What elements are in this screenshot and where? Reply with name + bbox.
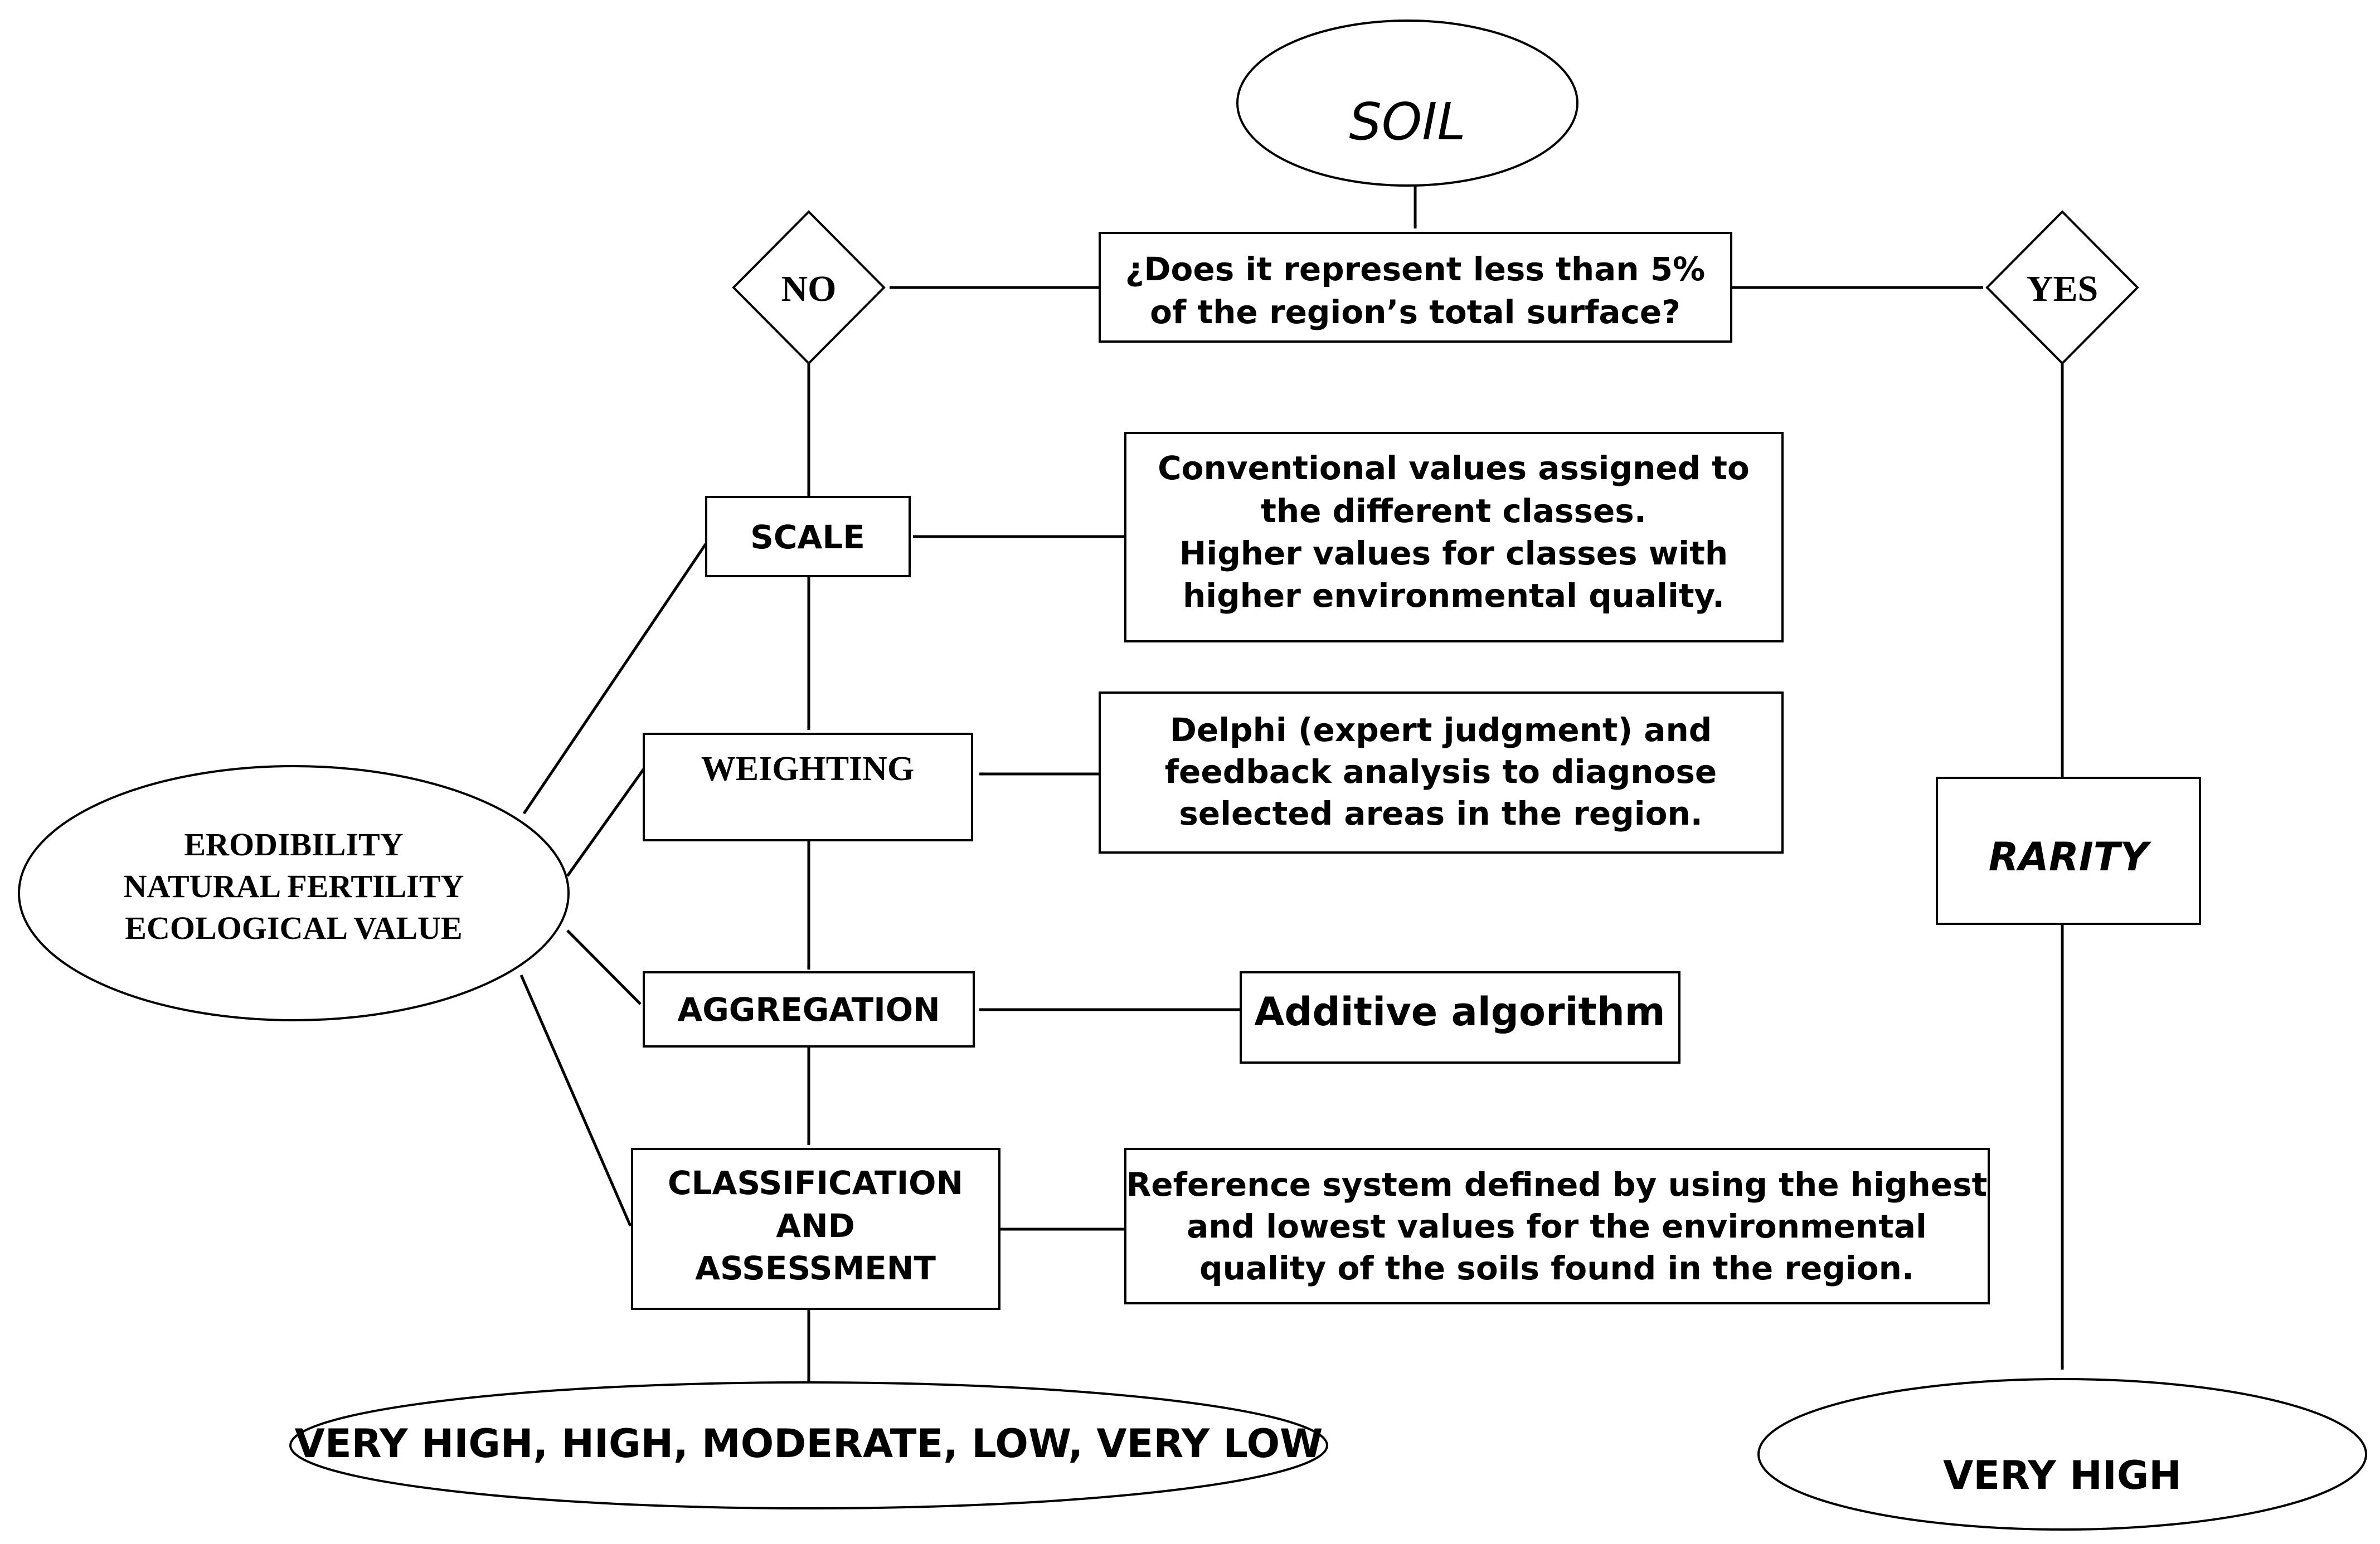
no-node: NO [732,210,886,365]
yes-node: YES [1985,210,2139,365]
scale-node: SCALE [705,496,911,577]
result-classes-label: VERY HIGH, HIGH, MODERATE, LOW, VERY LOW [295,1421,1323,1467]
question-node: ¿Does it represent less than 5% of the r… [1099,232,1732,343]
scale-note-line-2: the different classes. [1261,492,1646,530]
scale-note-line-3: Higher values for classes with [1179,534,1728,572]
no-label: NO [781,269,837,309]
criteria-line-2: NATURAL FERTILITY [124,868,464,904]
scale-note: Conventional values assigned to the diff… [1124,432,1784,642]
classification-line-1: CLASSIFICATION [668,1164,963,1202]
result-rarity-node: VERY HIGH [1757,1378,2367,1531]
classification-line-3: ASSESSMENT [695,1249,936,1287]
weighting-note-line-2: feedback analysis to diagnose [1165,753,1717,791]
edge-classification-to-criteria [519,975,632,1226]
edge-aggregation-to-criteria [566,929,642,1005]
classification-line-2: AND [776,1207,855,1245]
question-line-2: of the region’s total surface? [1150,293,1680,331]
criteria-line-1: ERODIBILITY [184,826,403,863]
soil-node: SOIL [1236,20,1578,187]
weighting-label: WEIGHTING [701,750,914,788]
soil-label: SOIL [1349,92,1465,152]
weighting-note-line-3: selected areas in the region. [1179,795,1703,832]
weighting-note: Delphi (expert judgment) and feedback an… [1099,691,1784,854]
rarity-node: RARITY [1936,777,2201,925]
aggregation-label: AGGREGATION [677,991,940,1029]
edges [519,184,2064,1384]
aggregation-node: AGGREGATION [643,971,975,1048]
criteria-node: ERODIBILITY NATURAL FERTILITY ECOLOGICAL… [18,765,570,1021]
scale-note-line-4: higher environmental quality. [1183,577,1725,615]
scale-note-line-1: Conventional values assigned to [1158,449,1750,487]
aggregation-note-label: Additive algorithm [1254,989,1665,1035]
rarity-label: RARITY [1989,834,2152,880]
scale-label: SCALE [750,518,865,556]
aggregation-note: Additive algorithm [1240,971,1680,1064]
weighting-note-line-1: Delphi (expert judgment) and [1170,711,1712,749]
classification-note-line-3: quality of the soils found in the region… [1199,1249,1914,1287]
result-rarity-label: VERY HIGH [1943,1453,2182,1498]
classification-note-line-2: and lowest values for the environmental [1187,1207,1927,1245]
question-line-1: ¿Does it represent less than 5% [1125,250,1706,288]
edge-scale-to-criteria [522,542,708,815]
classification-note: Reference system defined by using the hi… [1124,1148,1990,1304]
weighting-node: WEIGHTING [643,733,973,841]
result-classes-node: VERY HIGH, HIGH, MODERATE, LOW, VERY LOW [289,1381,1328,1509]
edge-weighting-to-criteria [566,768,645,877]
classification-note-line-1: Reference system defined by using the hi… [1126,1166,1988,1204]
criteria-line-3: ECOLOGICAL VALUE [125,910,462,946]
yes-label: YES [2027,269,2098,309]
classification-node: CLASSIFICATION AND ASSESSMENT [631,1148,1000,1310]
